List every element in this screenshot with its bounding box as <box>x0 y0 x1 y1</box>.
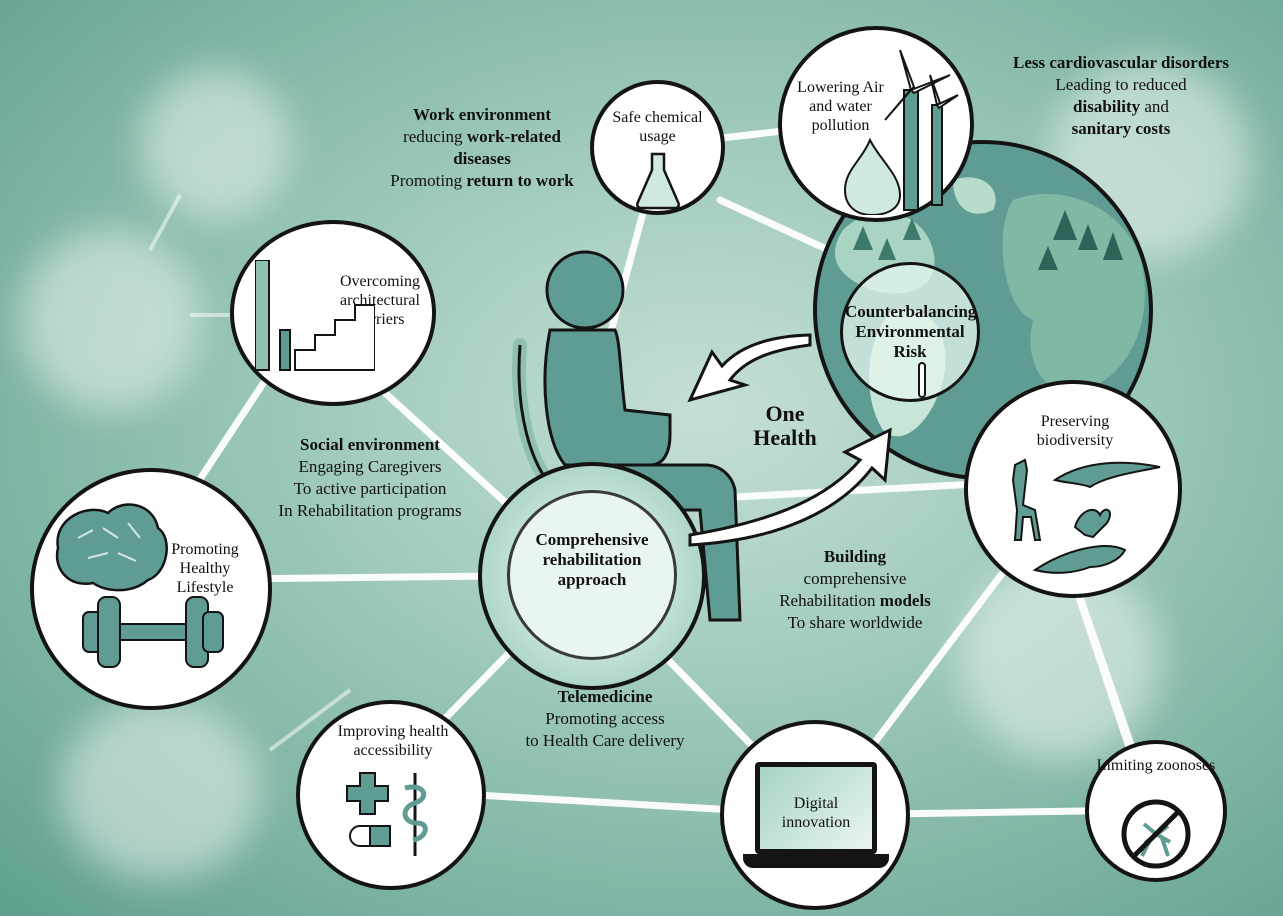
one-health-label: One Health <box>753 401 817 450</box>
no-mosquito-icon <box>1121 799 1191 869</box>
node-healthy-lifestyle <box>30 468 272 710</box>
cardiovascular-caption: Less cardiovascular disorders Leading to… <box>1013 53 1229 138</box>
wind-turbine-icon <box>843 49 959 215</box>
faint-line <box>148 194 182 251</box>
node-label: Improving health accessibility <box>337 723 449 759</box>
node-label: Limiting zoonoses <box>1096 757 1216 774</box>
laptop-screen-icon <box>755 762 877 854</box>
faint-line <box>268 688 352 752</box>
dumbbell-icon <box>82 596 224 668</box>
node-health-accessibility <box>296 700 486 890</box>
telemedicine-caption: Telemedicine Promoting access to Health … <box>525 687 685 750</box>
earth-label: Counterbalancing Environmental Risk <box>845 302 977 361</box>
flask-icon <box>635 152 681 210</box>
node-label: Overcoming architectural barriers <box>340 273 420 328</box>
bokeh-light <box>140 70 290 220</box>
node-label: Digital innovation <box>781 795 851 831</box>
risk-circle <box>840 262 980 402</box>
building-models-caption: Building comprehensive Rehabilitation mo… <box>779 547 931 632</box>
arrow-icon <box>687 333 812 403</box>
node-label: Lowering Air and water pollution <box>797 79 884 134</box>
rehabilitation-hub <box>507 490 677 660</box>
social-environment-caption: Social environment Engaging Caregivers T… <box>278 435 462 520</box>
animals-icon <box>1011 458 1161 574</box>
laptop-base-icon <box>743 854 889 868</box>
work-environment-caption: Work environment reducing work-related d… <box>390 105 574 190</box>
node-label: Promoting Healthy Lifestyle <box>171 541 239 596</box>
brain-icon <box>55 503 168 592</box>
center-label: Comprehensive rehabilitation approach <box>535 530 649 589</box>
node-label: Safe chemical usage <box>612 109 703 145</box>
node-label: Preserving biodiversity <box>1036 413 1114 449</box>
bokeh-light <box>20 230 200 410</box>
medical-icon <box>346 772 428 856</box>
thermometer-icon <box>918 362 926 398</box>
arrow-icon <box>688 427 892 547</box>
bokeh-light <box>60 700 260 880</box>
stairs-icon <box>255 260 375 371</box>
